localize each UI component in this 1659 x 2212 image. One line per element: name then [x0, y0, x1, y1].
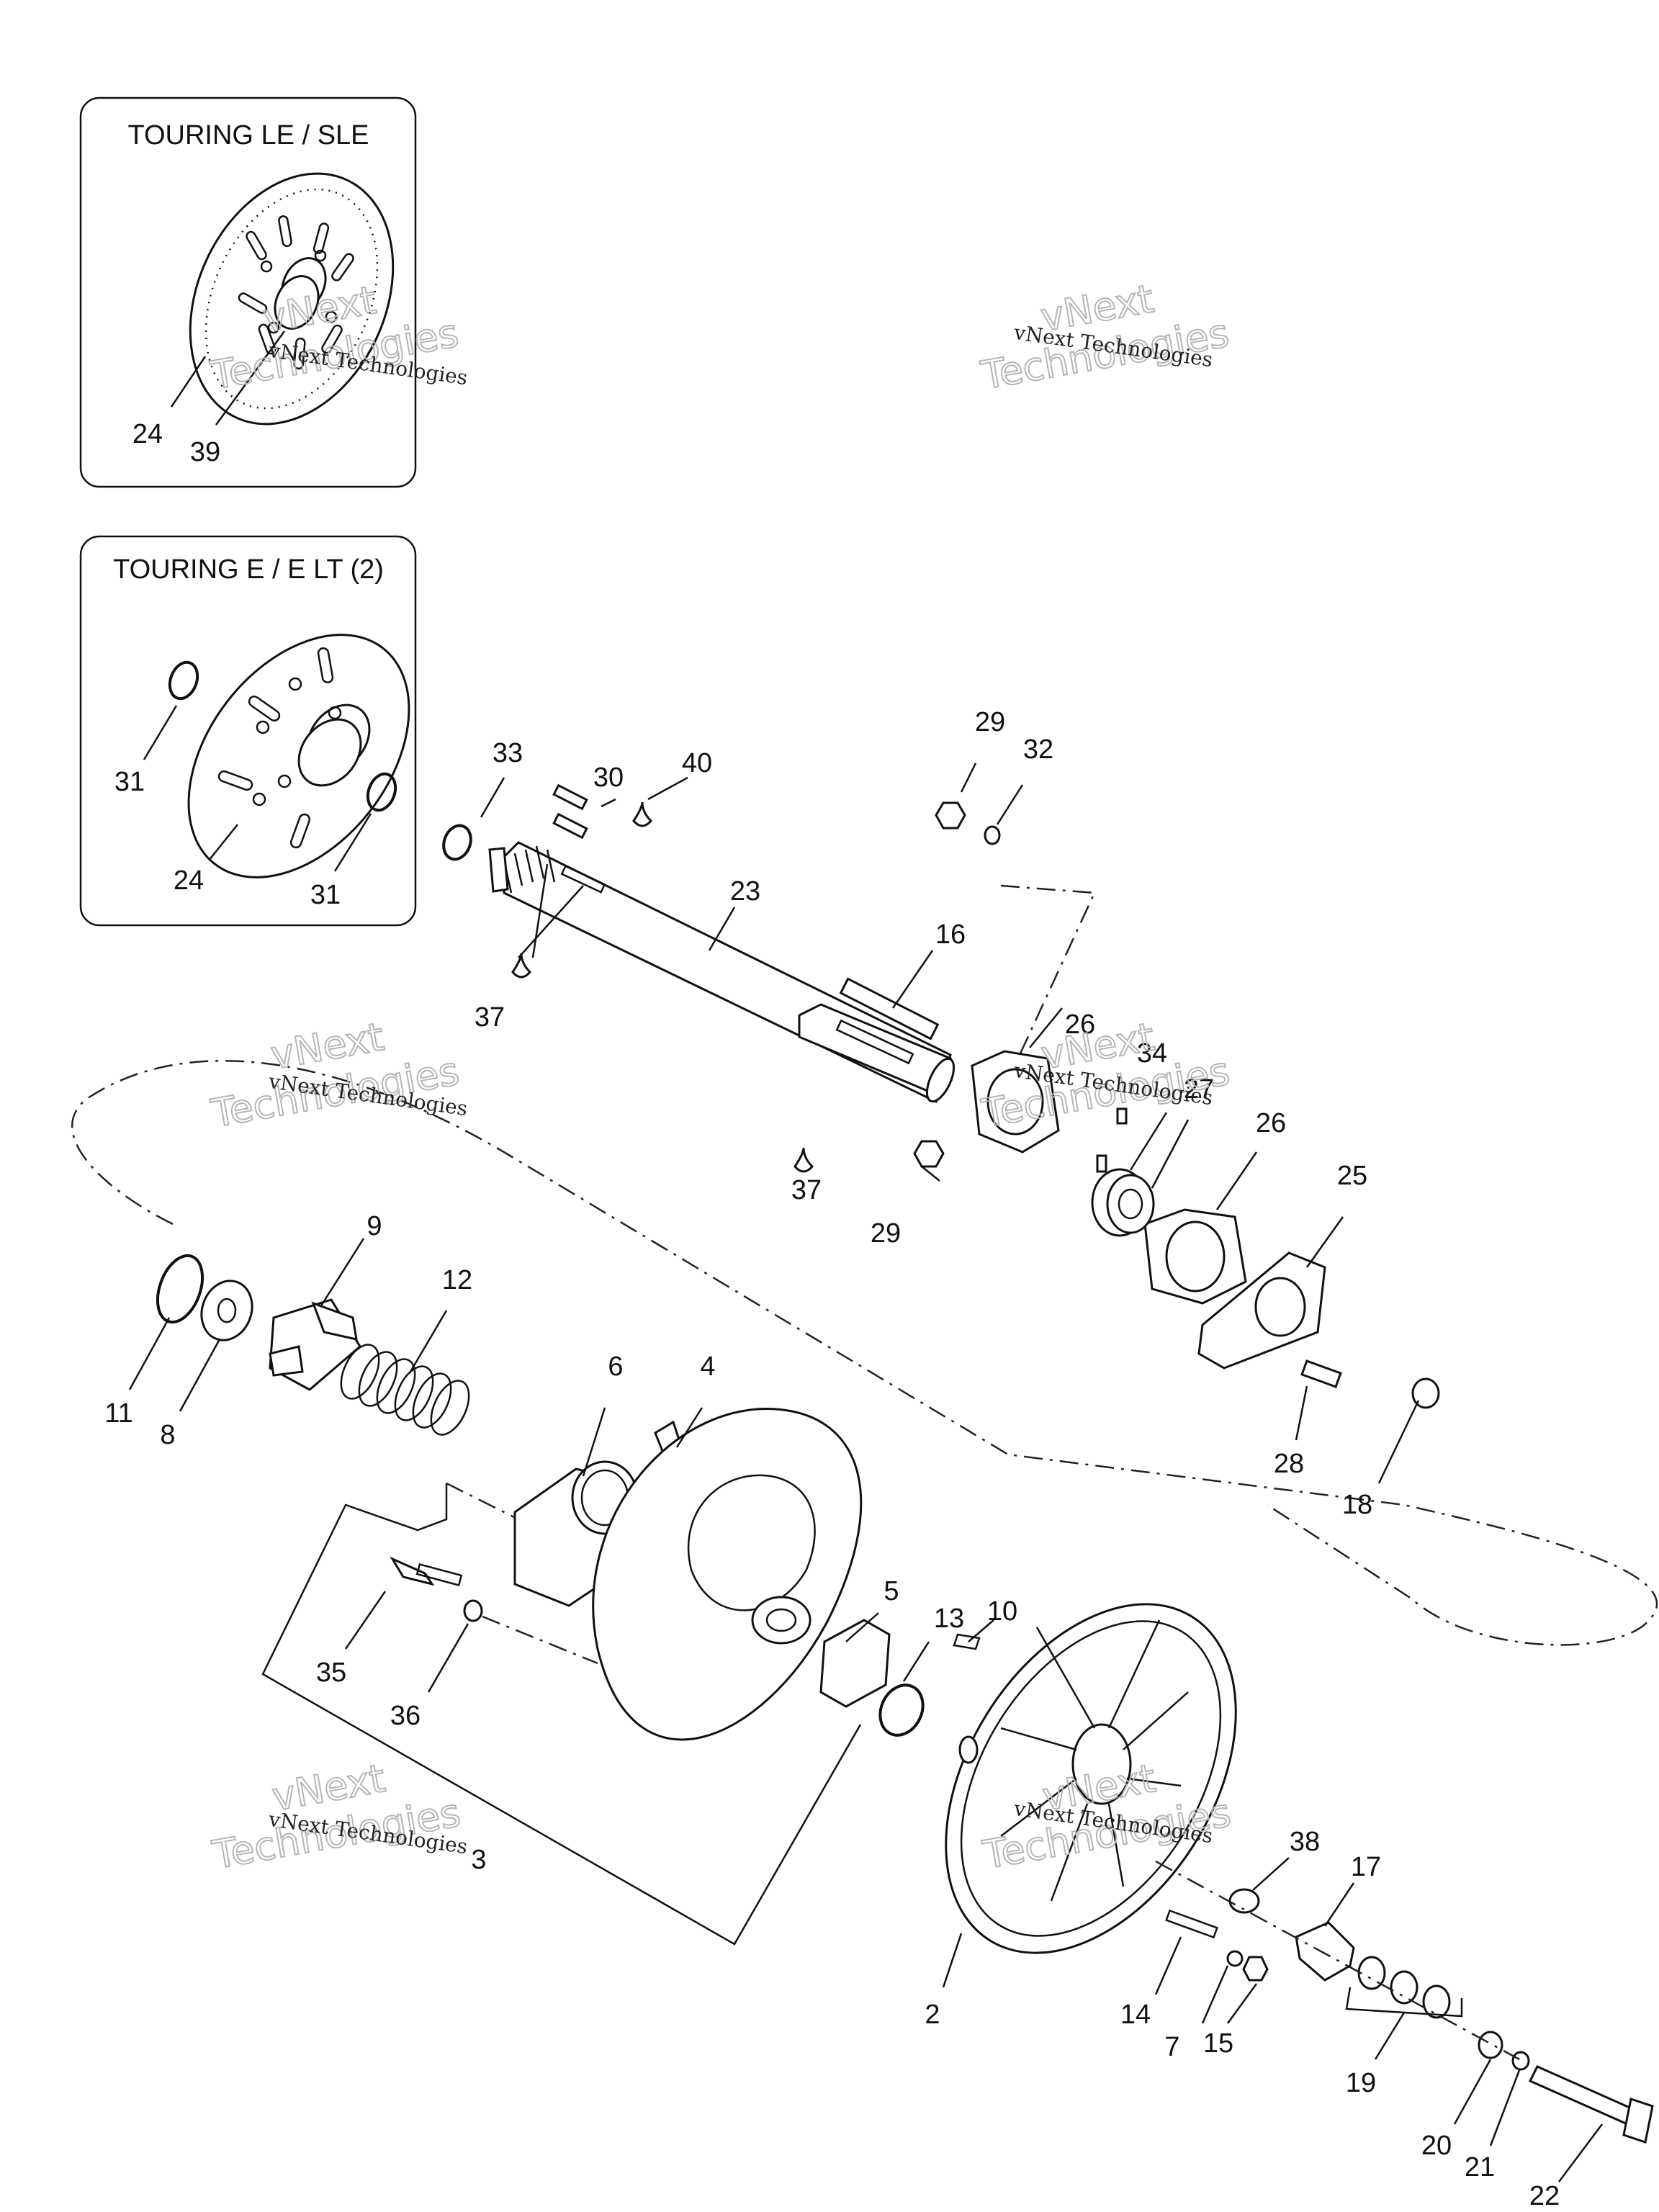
callout-20: 20 — [1421, 2131, 1452, 2161]
o-ring-33 — [442, 824, 472, 861]
nut-29 — [913, 1140, 945, 1168]
shim-19 — [1357, 1956, 1386, 1990]
callout-4: 4 — [700, 1352, 715, 1382]
nut-15 — [1242, 1956, 1269, 1982]
bolt-35 — [390, 1556, 435, 1586]
callout-6: 6 — [608, 1352, 623, 1382]
o-ring — [168, 660, 199, 701]
callout-26: 26 — [1065, 1010, 1095, 1040]
callout-19: 19 — [1346, 2068, 1376, 2098]
drive-shaft — [488, 783, 956, 1104]
callout-2: 2 — [925, 2000, 940, 2030]
callout-37: 37 — [791, 1175, 822, 1205]
callouts: 33 30 40 23 16 37 37 29 32 29 26 34 27 2… — [104, 707, 1560, 2211]
washer-32 — [984, 825, 1001, 845]
callout-13: 13 — [934, 1604, 964, 1634]
o-ring — [366, 772, 397, 812]
spring-12 — [340, 1344, 470, 1436]
inset-frame — [79, 535, 417, 927]
callout-31: 31 — [310, 880, 341, 910]
callout-35: 35 — [316, 1658, 346, 1688]
callout-21: 21 — [1465, 2152, 1495, 2182]
spring-cup-9 — [269, 1298, 361, 1391]
ring-13 — [878, 1683, 925, 1737]
callout-9: 9 — [367, 1211, 382, 1241]
bearing-assembly — [971, 1050, 1440, 1409]
pulley-group-outline — [261, 1483, 862, 1946]
callout-28: 28 — [1274, 1449, 1304, 1479]
small-key — [552, 812, 588, 840]
small-key — [552, 783, 588, 811]
callout-5: 5 — [884, 1576, 899, 1606]
shaft-key — [839, 977, 940, 1040]
watermark: vNext Technologies — [208, 1755, 464, 1879]
washer-21 — [1511, 2051, 1530, 2071]
callout-16: 16 — [935, 920, 966, 950]
washer-7 — [1226, 1950, 1244, 1967]
callout-36: 36 — [390, 1701, 421, 1731]
inset-title: TOURING E / E LT (2) — [113, 554, 384, 585]
callout-38: 38 — [1290, 1827, 1320, 1857]
inset-title: TOURING LE / SLE — [127, 120, 369, 150]
shim-19 — [1422, 1984, 1451, 2019]
callout-25: 25 — [1337, 1161, 1367, 1191]
callout-29: 29 — [871, 1218, 901, 1249]
sliding-sheave-3 — [592, 1408, 863, 1741]
grease-drop — [793, 1147, 814, 1173]
callout-14: 14 — [1120, 2000, 1151, 2030]
watermark: vNext Technologies — [207, 1013, 464, 1137]
callout-8: 8 — [160, 1420, 175, 1450]
callout-27: 27 — [1184, 1074, 1214, 1105]
leader-lines — [128, 763, 1603, 2182]
washer-20 — [1478, 2031, 1503, 2059]
sleeve-5 — [819, 1619, 891, 1708]
callout-24: 24 — [132, 419, 163, 449]
washer-36 — [463, 1599, 483, 1622]
callout-40: 40 — [682, 748, 712, 778]
grease-drop — [511, 953, 532, 979]
drive-pulley-disc-e — [187, 634, 410, 878]
shim-19 — [1390, 1970, 1419, 2005]
callout-26: 26 — [1256, 1108, 1286, 1138]
spacer-17 — [1295, 1921, 1355, 1982]
inset-touring-e-elt: TOURING E / E LT (2) 31 24 31 — [79, 535, 417, 927]
drive-pulley-disc-le — [189, 172, 395, 426]
callout-39: 39 — [190, 437, 220, 467]
callout-34: 34 — [1137, 1038, 1167, 1069]
belt-loop-outline — [71, 1059, 1658, 1646]
callout-29: 29 — [975, 707, 1005, 737]
callout-11: 11 — [104, 1398, 132, 1429]
callout-15: 15 — [1203, 2028, 1233, 2059]
callout-23: 23 — [730, 876, 760, 907]
callout-22: 22 — [1529, 2181, 1560, 2211]
callout-32: 32 — [1023, 734, 1053, 765]
callout-33: 33 — [493, 738, 523, 768]
callout-7: 7 — [1164, 2032, 1179, 2062]
callout-3: 3 — [471, 1845, 486, 1875]
callout-18: 18 — [1342, 1490, 1372, 1520]
callout-30: 30 — [593, 763, 624, 793]
grease-drop — [632, 801, 653, 827]
nut-29 — [935, 801, 966, 830]
nut-18 — [1411, 1377, 1440, 1409]
washer-8 — [200, 1280, 253, 1341]
callout-17: 17 — [1351, 1852, 1381, 1882]
stud-14 — [1165, 1909, 1218, 1939]
callout-31: 31 — [114, 767, 145, 797]
inset-frame — [79, 96, 417, 488]
callout-10: 10 — [987, 1596, 1017, 1627]
inset-touring-le-sle: TOURING LE / SLE 24 39 — [79, 96, 417, 488]
bolt-22 — [1528, 2065, 1654, 2144]
screw-28 — [1300, 1359, 1342, 1388]
pin-10 — [953, 1633, 981, 1650]
callout-37: 37 — [475, 1002, 505, 1033]
callout-12: 12 — [442, 1265, 472, 1295]
callout-24: 24 — [174, 866, 204, 896]
watermark: vNext Technologies — [977, 275, 1233, 399]
